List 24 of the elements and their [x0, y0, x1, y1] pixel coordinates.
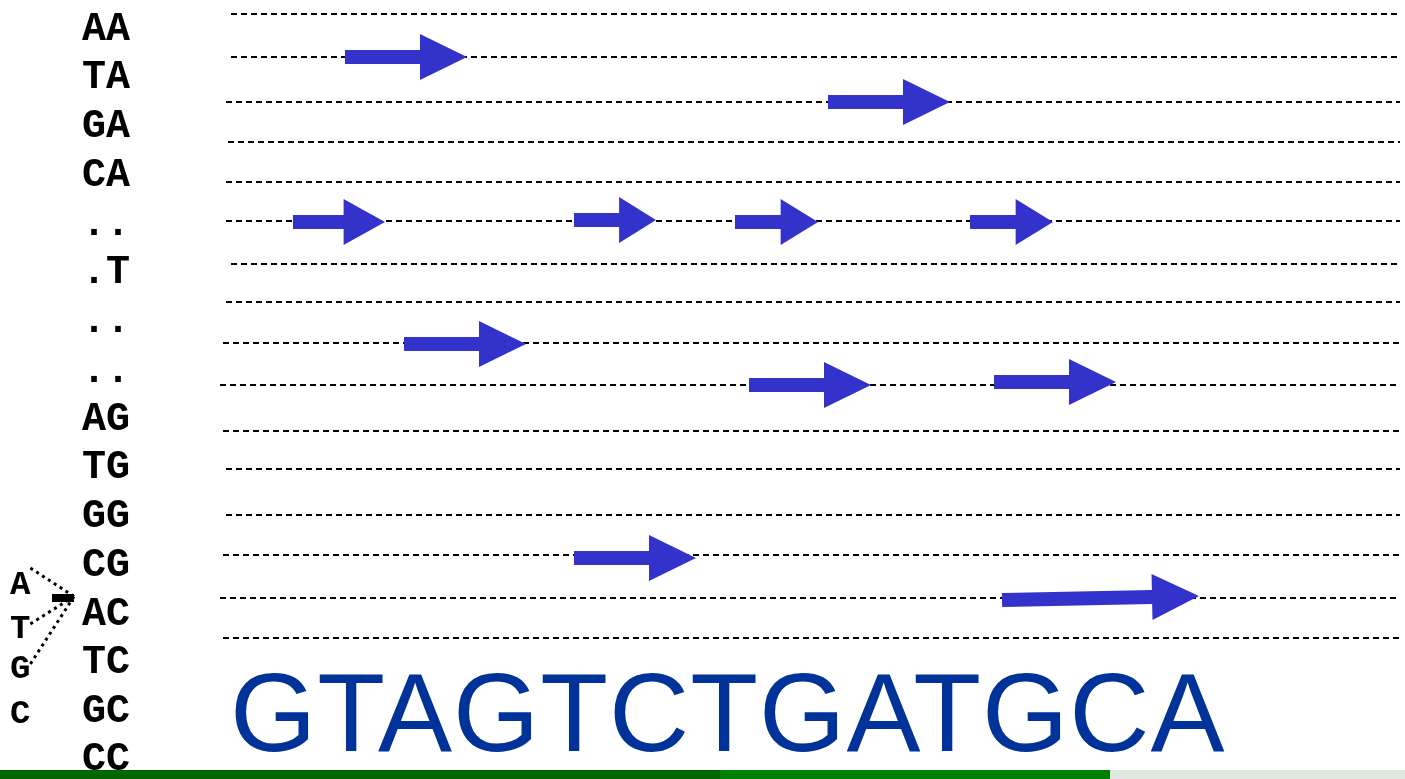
dinucleotide-label: CG — [82, 546, 130, 586]
dinucleotide-label: .. — [82, 302, 130, 342]
dinucleotide-label: .T — [82, 253, 130, 293]
dinucleotide-label: .. — [82, 205, 130, 245]
dinucleotide-label: AC — [82, 595, 130, 635]
nucleotide-label: T — [10, 612, 31, 646]
dinucleotide-label: CA — [82, 156, 130, 196]
nucleotide-label: C — [10, 697, 31, 731]
dinucleotide-label: GC — [82, 692, 130, 732]
dotted-line — [29, 566, 75, 598]
nucleotide-label: A — [10, 568, 31, 602]
dinucleotide-label: .. — [82, 352, 130, 392]
dotted-line — [29, 595, 76, 665]
sequence-text: GTAGTCTGATGCA — [230, 658, 1226, 769]
nucleotide-label: G — [10, 652, 31, 686]
dinucleotide-label: GA — [82, 107, 130, 147]
dinucleotide-label: TA — [82, 58, 130, 98]
bar-mark — [52, 594, 74, 602]
dinucleotide-label: TC — [82, 643, 130, 683]
dinucleotide-label: CC — [82, 740, 130, 779]
dinucleotide-label: GG — [82, 497, 130, 537]
dinucleotide-label: AG — [82, 400, 130, 440]
dinucleotide-label: AA — [82, 10, 130, 50]
dinucleotide-label: TG — [82, 448, 130, 488]
